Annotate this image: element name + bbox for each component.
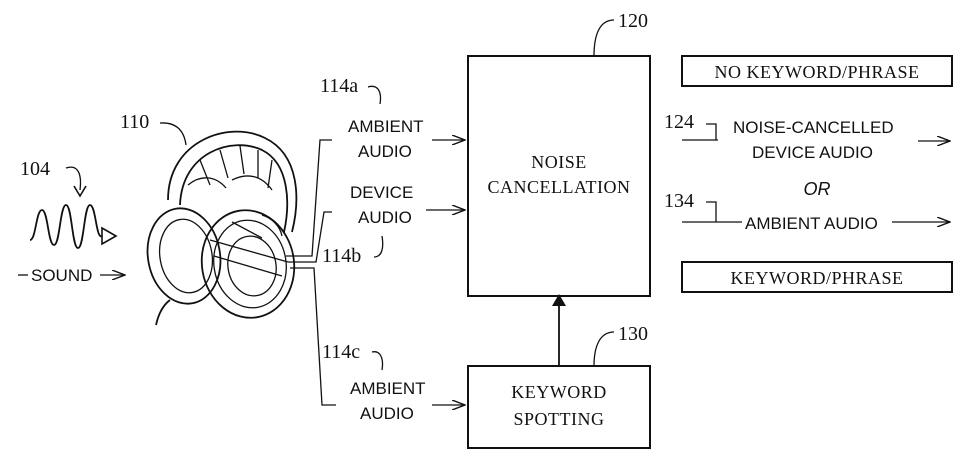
ambient-audio-label: AMBIENT AUDIO: [745, 214, 878, 233]
device-audio-label: DEVICE AUDIO: [752, 143, 873, 162]
headband-outer: [167, 130, 298, 233]
ref-110: 110: [120, 111, 149, 133]
no-keyword-phrase-label: NO KEYWORD/PHRASE: [714, 62, 919, 82]
headphone-cable: [155, 299, 171, 326]
or-label: OR: [804, 179, 831, 199]
right-earcup-cushion: [213, 219, 287, 309]
label-114a-audio: AUDIO: [358, 142, 412, 161]
left-earcup: [146, 207, 222, 305]
ref-130-leader: [593, 331, 615, 367]
ref-114b-leader: [373, 235, 384, 258]
ref-114c: 114c: [322, 341, 360, 363]
sound-wave-arrowhead: [101, 226, 118, 246]
cancellation-label: CANCELLATION: [488, 177, 631, 197]
ref-110-leader: [159, 122, 187, 146]
keyword-phrase-box: [681, 261, 953, 293]
headband-contours: [187, 175, 273, 191]
label-114b-device: DEVICE: [350, 183, 413, 202]
no-keyword-phrase-box: [681, 55, 953, 87]
ref-124-leader: [706, 123, 717, 140]
ref-114a-leader: [367, 85, 382, 105]
ref-114c-leader: [371, 351, 384, 371]
ref-120: 120: [618, 10, 648, 32]
line-device-b: [288, 211, 332, 263]
earcup-hinge: [261, 214, 283, 237]
label-114a-ambient: AMBIENT: [348, 117, 424, 136]
sound-wave-group: 104 SOUND: [18, 158, 125, 285]
headphones-illustration: 110: [120, 111, 298, 326]
keyword-phrase-label: KEYWORD/PHRASE: [730, 268, 903, 288]
signal-lines: [286, 139, 336, 406]
label-114b-audio: AUDIO: [358, 208, 412, 227]
label-114c-audio: AUDIO: [360, 404, 414, 423]
ref-114b: 114b: [322, 245, 361, 267]
spotting-label: SPOTTING: [513, 409, 604, 429]
line-ambient-c: [290, 267, 336, 406]
left-earcup-cushion: [158, 218, 214, 294]
ref-124: 124: [664, 111, 694, 133]
headband-inner: [179, 144, 289, 233]
ref-114a: 114a: [320, 75, 358, 97]
ref-130: 130: [618, 323, 648, 345]
right-earcup-inner: [227, 235, 277, 297]
sound-label: SOUND: [31, 266, 92, 285]
keyword-spotting-box: [467, 365, 651, 449]
headband-padding: [199, 145, 273, 189]
earcup-detail: [209, 221, 289, 277]
label-114c-ambient: AMBIENT: [350, 379, 426, 398]
sound-wave: [29, 204, 103, 249]
noise-cancellation-box: [467, 55, 651, 297]
ref-104: 104: [20, 158, 50, 180]
noise-cancelled-label: NOISE-CANCELLED: [733, 118, 894, 137]
ref-120-leader: [593, 19, 615, 57]
ref-104-arrowhead: [73, 185, 87, 198]
ref-134: 134: [664, 190, 694, 212]
line-ambient-a: [286, 139, 332, 257]
ref-104-leader: [65, 166, 82, 191]
keyword-label: KEYWORD: [511, 382, 607, 402]
noise-label: NOISE: [531, 152, 587, 172]
ref-134-leader: [706, 201, 717, 222]
